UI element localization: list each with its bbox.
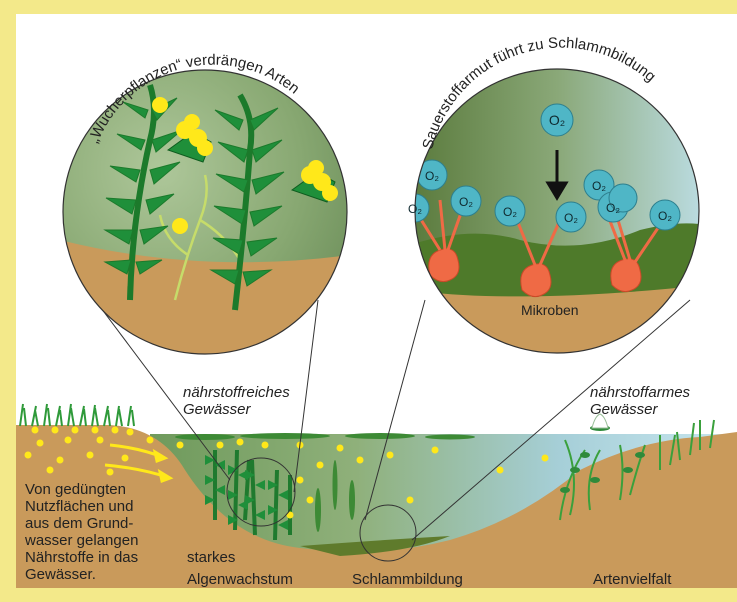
- nutrient-source-line: Gewässer.: [25, 566, 138, 583]
- algae-growth-label-line1: starkes: [187, 549, 235, 566]
- oxygen-label: O₂: [564, 211, 578, 225]
- oxygen-label: O₂: [658, 209, 672, 223]
- oxygen-label: O₂: [408, 202, 422, 216]
- oxygen-label-main: O₂: [549, 112, 565, 128]
- oxygen-label: O₂: [425, 169, 439, 183]
- algae-growth-label-line2: Algenwachstum: [187, 571, 293, 588]
- nutrient-poor-label-line1: nährstoffarmes: [590, 384, 690, 401]
- nutrient-source-text: Von gedüngten Nutzflächen und aus dem Gr…: [25, 481, 138, 583]
- oxygen-label: O₂: [503, 205, 517, 219]
- oxygen-label: O₂: [459, 195, 473, 209]
- nutrient-source-line: aus dem Grund-: [25, 515, 138, 532]
- nutrient-poor-label-line2: Gewässer: [590, 401, 658, 418]
- nutrient-rich-label-line1: nährstoffreiches: [183, 384, 290, 401]
- nutrient-source-line: Nutzflächen und: [25, 498, 138, 515]
- nutrient-source-line: Nährstoffe in das: [25, 549, 138, 566]
- diversity-label: Artenvielfalt: [593, 571, 671, 588]
- microbes-label: Mikroben: [521, 302, 579, 319]
- nutrient-rich-label-line2: Gewässer: [183, 401, 251, 418]
- oxygen-label: O₂: [592, 179, 606, 193]
- oxygen-label: O₂: [606, 201, 620, 215]
- sludge-label: Schlammbildung: [352, 571, 463, 588]
- nutrient-source-line: wasser gelangen: [25, 532, 138, 549]
- nutrient-source-line: Von gedüngten: [25, 481, 138, 498]
